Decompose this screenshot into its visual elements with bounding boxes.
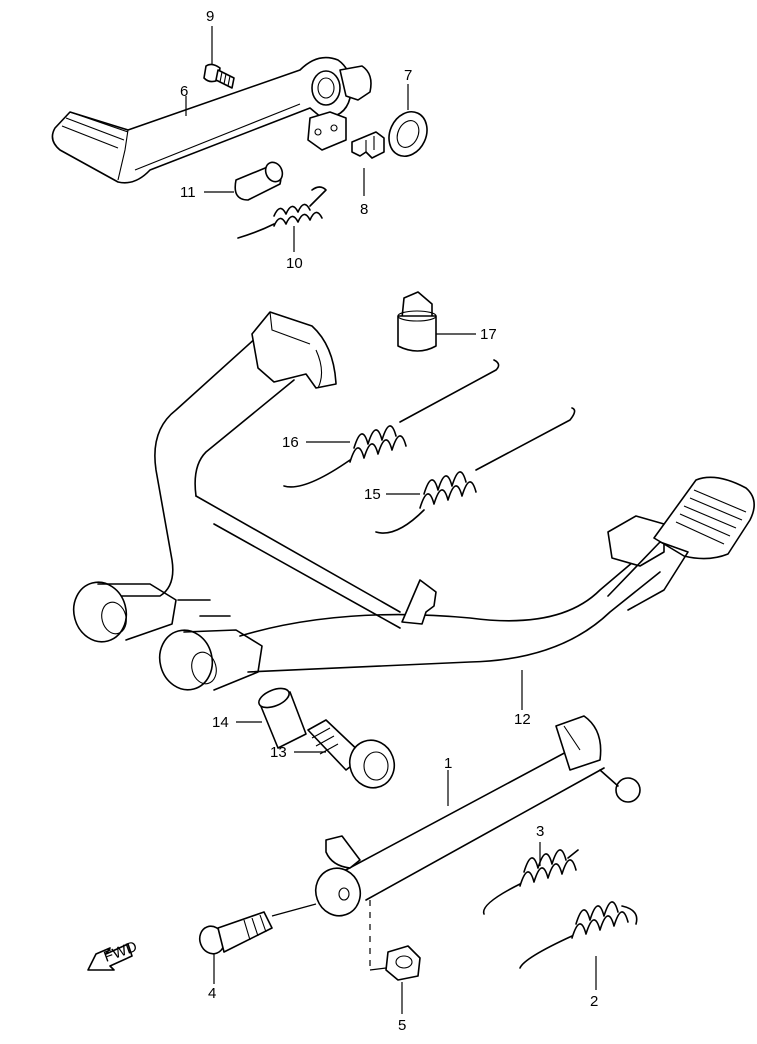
callout-labels: 9 6 7 8 11 10 17 16 15 12 14 13 1 3 2 4 …: [180, 8, 598, 1034]
spring-2-part: [519, 901, 638, 969]
nut-5-part: [385, 945, 421, 981]
fwd-arrow-icon: FWD: [87, 938, 140, 971]
collar-14-part: [258, 687, 307, 749]
center-stand-part: [72, 311, 755, 691]
callout-8: 8: [360, 201, 368, 218]
callout-6: 6: [180, 83, 188, 100]
bolt-9-part: [203, 63, 235, 89]
callout-1: 1: [444, 755, 452, 772]
callout-17: 17: [480, 326, 497, 343]
pivot-bolt-4-part: [198, 903, 317, 955]
callout-16: 16: [282, 434, 299, 451]
side-stand-part: [314, 715, 641, 970]
bushing-11-part: [234, 161, 284, 201]
callout-5: 5: [398, 1017, 406, 1034]
callout-14: 14: [212, 714, 229, 731]
callout-4: 4: [208, 985, 216, 1002]
stopper-17-part: [397, 291, 437, 352]
clip-8-part: [351, 131, 385, 159]
bolt-13-part: [307, 719, 396, 789]
callout-3: 3: [536, 823, 544, 840]
washer-7-part: [388, 111, 428, 157]
callout-7: 7: [404, 67, 412, 84]
callout-10: 10: [286, 255, 303, 272]
shift-lever-part: [51, 56, 372, 184]
callout-11: 11: [180, 184, 196, 201]
callout-9: 9: [206, 8, 214, 25]
spring-3-part: [482, 849, 579, 915]
leader-lines: [185, 26, 597, 1014]
spring-10-part: [237, 186, 327, 239]
callout-12: 12: [514, 711, 531, 728]
callout-15: 15: [364, 486, 381, 503]
callout-2: 2: [590, 993, 598, 1010]
callout-13: 13: [270, 744, 287, 761]
spring-16-part: [283, 359, 500, 488]
spring-15-part: [375, 407, 576, 534]
